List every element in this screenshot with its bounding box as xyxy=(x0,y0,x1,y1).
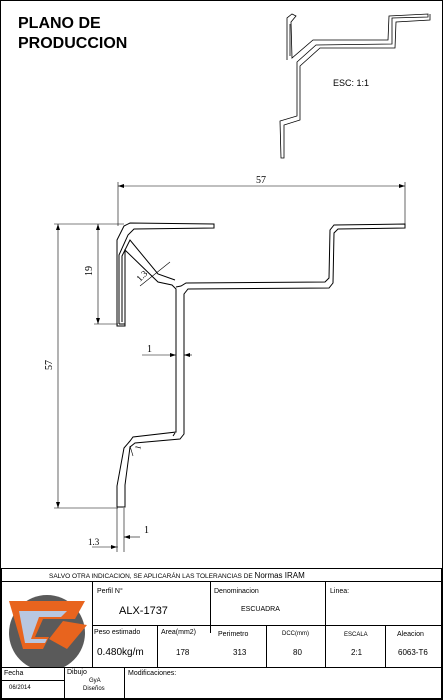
divider-h2 xyxy=(1,667,442,668)
dibujo-label: Dibujo xyxy=(67,669,87,676)
fecha-value: 06/2014 xyxy=(9,685,31,691)
dimension-lines xyxy=(54,182,406,552)
denominacion-value: ESCUADRA xyxy=(241,606,280,613)
escala-value: 2:1 xyxy=(351,648,363,657)
aleacion-value: 6063-T6 xyxy=(398,648,428,657)
dimension-arrows xyxy=(56,184,405,549)
peso-value: 0.480kg/m xyxy=(97,647,144,658)
divider-h3 xyxy=(1,680,64,681)
divider-v2 xyxy=(210,581,211,633)
dim-overall-height: 57 xyxy=(44,360,55,370)
perfil-value: ALX-1737 xyxy=(119,605,168,617)
dim-lower-thickness: 1 xyxy=(133,444,143,450)
linea-label: Linea: xyxy=(330,588,350,595)
area-value: 178 xyxy=(176,648,190,657)
dim-bottom-offset: 1.3 xyxy=(88,537,100,547)
profile-thumbnail xyxy=(279,13,431,159)
fecha-label: Fecha xyxy=(4,670,24,677)
tolerance-standard: Normas IRAM xyxy=(254,571,305,580)
dim-web-thickness: 1 xyxy=(147,344,152,355)
dcc-value: 80 xyxy=(293,648,302,657)
perfil-label: Perfil N° xyxy=(97,588,123,595)
thumbnail-scale-label: ESC: 1:1 xyxy=(333,78,370,88)
divider-v4 xyxy=(157,625,158,667)
modificaciones-label: Modificaciones: xyxy=(128,670,177,677)
title-block-border xyxy=(1,568,442,699)
divider-v1 xyxy=(92,581,93,667)
notice-divider xyxy=(1,581,442,582)
dibujo-value-1: GyA xyxy=(89,678,101,684)
perimetro-label: Perimetro xyxy=(218,631,249,638)
escala-label: ESCALA xyxy=(344,632,368,638)
dcc-label: DCC(mm) xyxy=(282,631,309,637)
dim-bottom-gap: 1 xyxy=(144,525,149,536)
denominacion-label: Denominacion xyxy=(214,588,259,595)
divider-v3 xyxy=(325,581,326,667)
divider-v6 xyxy=(385,625,386,667)
aleacion-label: Aleacion xyxy=(397,631,424,638)
dim-overall-width: 57 xyxy=(256,175,266,186)
profile-drawing: 57 57 19 1.3 1 1 1 1.3 xyxy=(44,13,431,552)
area-label: Area(mm2) xyxy=(161,629,197,636)
dim-upper-leg: 19 xyxy=(84,266,95,276)
profile-outline xyxy=(116,222,406,508)
dibujo-value-2: Diseños xyxy=(83,686,105,692)
peso-label: Peso estimado xyxy=(94,629,141,636)
title-line-2: PRODUCCION xyxy=(18,35,128,52)
tolerance-notice: SALVO OTRA INDICACION, SE APLICARÁN LAS … xyxy=(49,571,305,580)
dim-wall-thickness-top: 1.3 xyxy=(134,268,149,283)
divider-h1 xyxy=(92,625,442,626)
title-block: SALVO OTRA INDICACION, SE APLICARÁN LAS … xyxy=(1,568,442,699)
divider-v5 xyxy=(266,625,267,667)
divider-v8 xyxy=(124,667,125,699)
divider-v7 xyxy=(64,667,65,699)
perimetro-value: 313 xyxy=(233,648,247,657)
drawing-title: PLANO DE PRODUCCION xyxy=(18,14,127,54)
title-line-1: PLANO DE xyxy=(18,15,101,32)
company-logo xyxy=(9,595,87,667)
